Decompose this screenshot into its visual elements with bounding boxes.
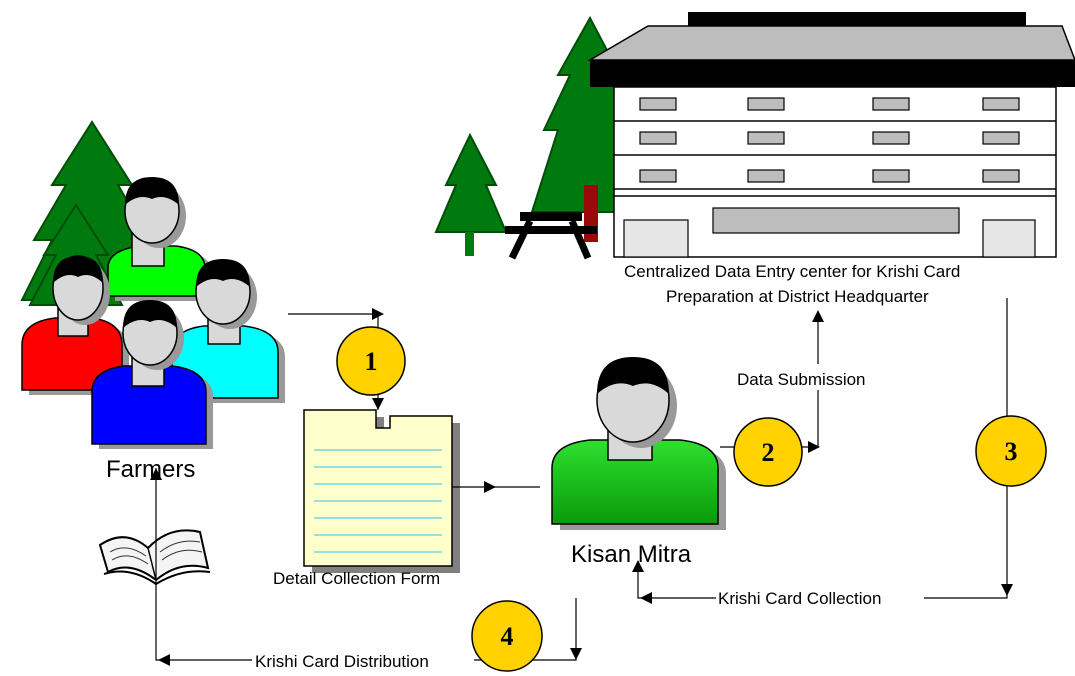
open-book-icon [98, 529, 211, 586]
kisan-mitra-label: Kisan Mitra [571, 541, 692, 568]
arrow-head [372, 308, 384, 320]
step-4-number: 4 [501, 622, 514, 651]
arrow-head [150, 468, 162, 480]
center-label-line2: Preparation at District Headquarter [666, 287, 929, 306]
card-distribution-label: Krishi Card Distribution [255, 652, 429, 671]
arrow-head [372, 398, 384, 410]
arrow-head [484, 481, 496, 493]
bench-icon [505, 212, 597, 260]
arrow-head [640, 592, 652, 604]
document-icon [303, 409, 460, 573]
step-1-badge: 1 [336, 326, 406, 396]
person-icon [107, 177, 212, 301]
building-icon [587, 12, 1075, 258]
step-2-number: 2 [762, 438, 775, 467]
data-submission-label: Data Submission [737, 370, 866, 389]
farmers-group [21, 177, 285, 449]
step-1-number: 1 [365, 347, 378, 376]
step-4-badge: 4 [471, 600, 543, 672]
kisan-mitra-person-icon [551, 357, 726, 530]
card-collection-label: Krishi Card Collection [718, 589, 881, 608]
person-icon [171, 259, 285, 403]
arrow-head [812, 310, 824, 322]
center-label-line1: Centralized Data Entry center for Krishi… [624, 262, 960, 281]
arrow-head [1001, 584, 1013, 596]
person-icon [91, 300, 213, 449]
arrow-head [632, 560, 644, 572]
tree-icon [434, 132, 508, 256]
step-3-number: 3 [1005, 437, 1018, 466]
arrow-head [570, 648, 582, 660]
person-icon [21, 255, 129, 395]
farmers-label: Farmers [106, 456, 195, 483]
step-3-badge: 3 [975, 415, 1047, 487]
form-label: Detail Collection Form [273, 569, 440, 588]
arrow-head [158, 654, 170, 666]
step-2-badge: 2 [733, 417, 803, 487]
arrow-head [808, 441, 820, 453]
